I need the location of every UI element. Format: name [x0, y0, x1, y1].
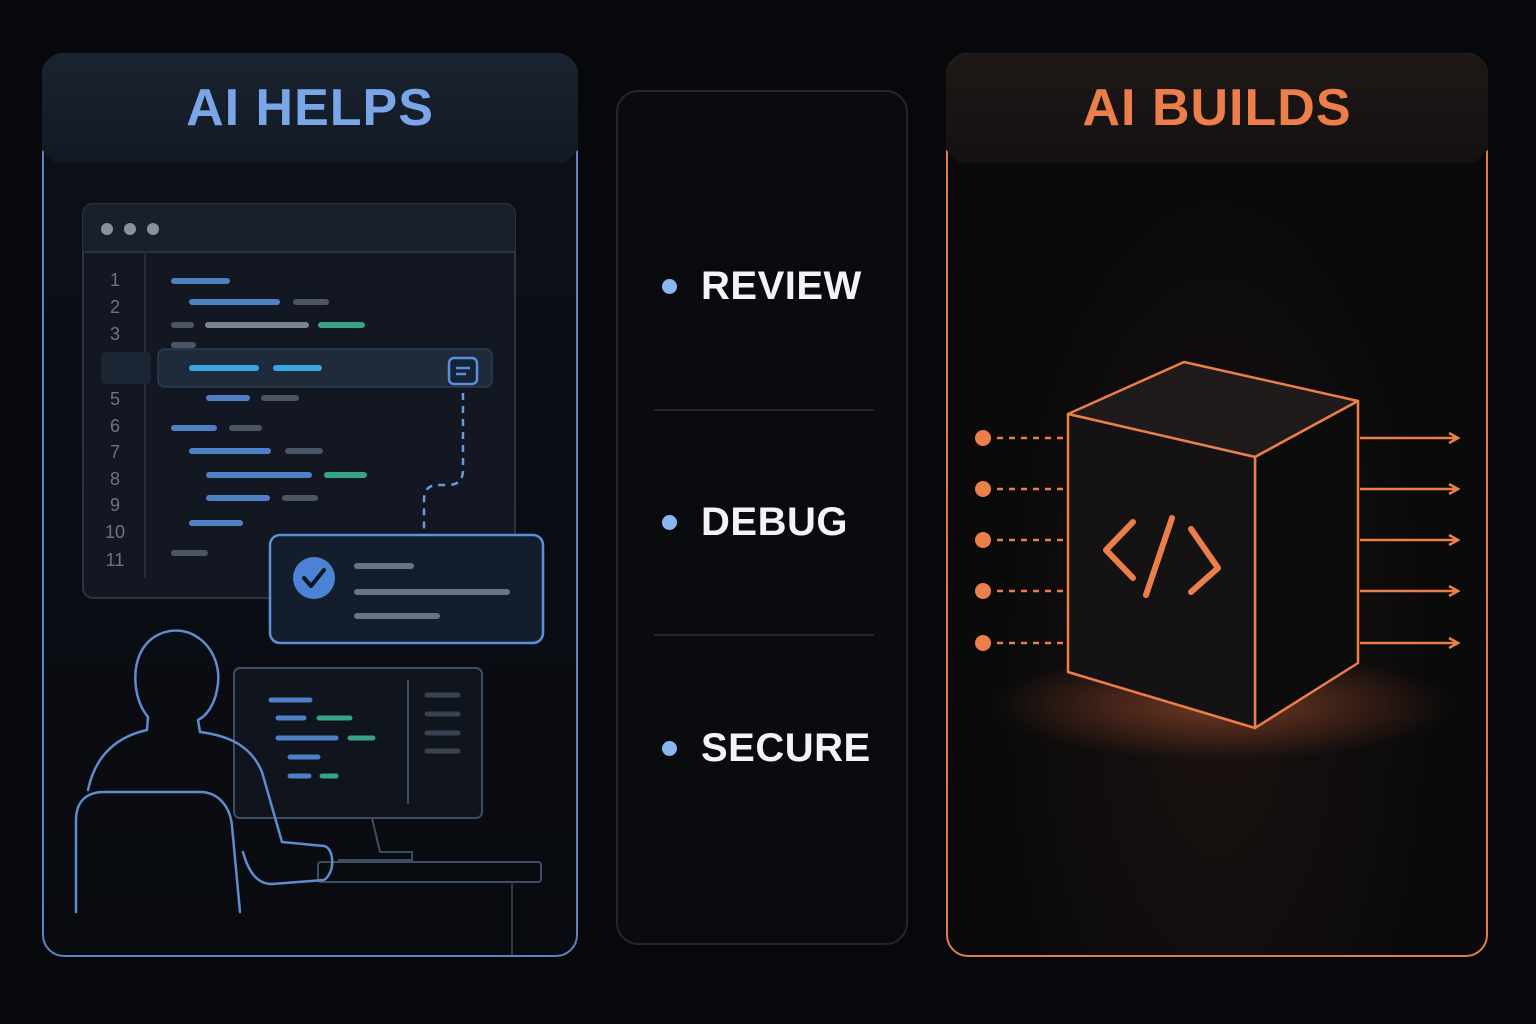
bullet-icon [662, 279, 677, 294]
line-number: 2 [110, 297, 120, 317]
line-number: 5 [110, 389, 120, 409]
line-number: 6 [110, 416, 120, 436]
comment-icon [447, 356, 479, 386]
person-icon [74, 629, 334, 914]
highlighted-line [101, 348, 493, 388]
ai-builds-title: AI BUILDS [1082, 79, 1352, 137]
ai-builds-header: AI BUILDS [946, 53, 1488, 163]
line-number: 1 [110, 270, 120, 290]
bullet-icon [662, 515, 677, 530]
input-lines [975, 430, 1068, 651]
code-lines [171, 278, 367, 556]
line-number: 10 [105, 522, 125, 542]
divider [654, 634, 874, 636]
task-label-secure: SECURE [701, 726, 871, 770]
line-number: 3 [110, 324, 120, 344]
ai-helps-header: AI HELPS [42, 53, 578, 163]
task-item-review: REVIEW [662, 264, 862, 309]
suggestion-card [268, 533, 545, 645]
task-item-debug: DEBUG [662, 500, 848, 545]
line-number: 7 [110, 442, 120, 462]
check-icon [293, 557, 335, 599]
ai-helps-title: AI HELPS [186, 79, 434, 137]
bullet-icon [662, 741, 677, 756]
tasks-panel: REVIEW DEBUG SECURE [616, 90, 908, 945]
monitor-icon [233, 667, 542, 955]
line-number: 8 [110, 469, 120, 489]
connector-line [422, 393, 465, 535]
output-arrows [1360, 438, 1458, 643]
divider [654, 409, 874, 411]
task-label-review: REVIEW [701, 264, 862, 308]
task-item-secure: SECURE [662, 726, 871, 771]
window-dots-icon [101, 223, 159, 235]
line-number: 11 [106, 550, 125, 570]
task-label-debug: DEBUG [701, 500, 848, 544]
cube-icon [1066, 360, 1360, 730]
line-number: 9 [110, 495, 120, 515]
code-brackets-icon [1103, 515, 1221, 598]
